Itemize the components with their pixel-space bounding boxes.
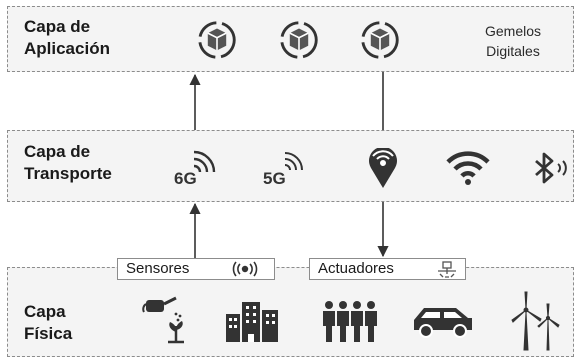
- application-layer-title: Capa de Aplicación: [24, 17, 110, 58]
- car-icon: [414, 308, 472, 338]
- wifi-icon: [446, 151, 490, 185]
- actuators-label: Actuadores: [309, 258, 466, 280]
- watering-plant-icon: [142, 296, 184, 344]
- digital-twins-label: Gemelos Digitales: [484, 23, 542, 59]
- 6g-signal-icon: 6G: [174, 150, 216, 188]
- svg-text:6G: 6G: [174, 169, 197, 188]
- sensor-signal-icon: [232, 261, 258, 277]
- bluetooth-icon: [535, 152, 567, 184]
- 5g-signal-icon: 5G: [263, 152, 303, 188]
- digital-twin-icon: [280, 21, 318, 59]
- transport-layer-title: Capa de Transporte: [24, 142, 112, 183]
- lora-icon: [369, 148, 397, 188]
- wind-turbine-icon: [511, 291, 560, 351]
- physical-layer-title: Capa Física: [24, 302, 73, 343]
- actuator-icon: [438, 261, 456, 278]
- sensors-label: Sensores: [117, 258, 275, 280]
- buildings-icon: [226, 302, 278, 342]
- digital-twin-icon: [198, 21, 236, 59]
- people-icon: [323, 301, 377, 342]
- application-layer: Capa de Aplicación Gemelos Digitales: [7, 6, 574, 72]
- digital-twin-icon: [361, 21, 399, 59]
- physical-layer: Capa Física: [7, 267, 574, 357]
- svg-text:5G: 5G: [263, 169, 286, 188]
